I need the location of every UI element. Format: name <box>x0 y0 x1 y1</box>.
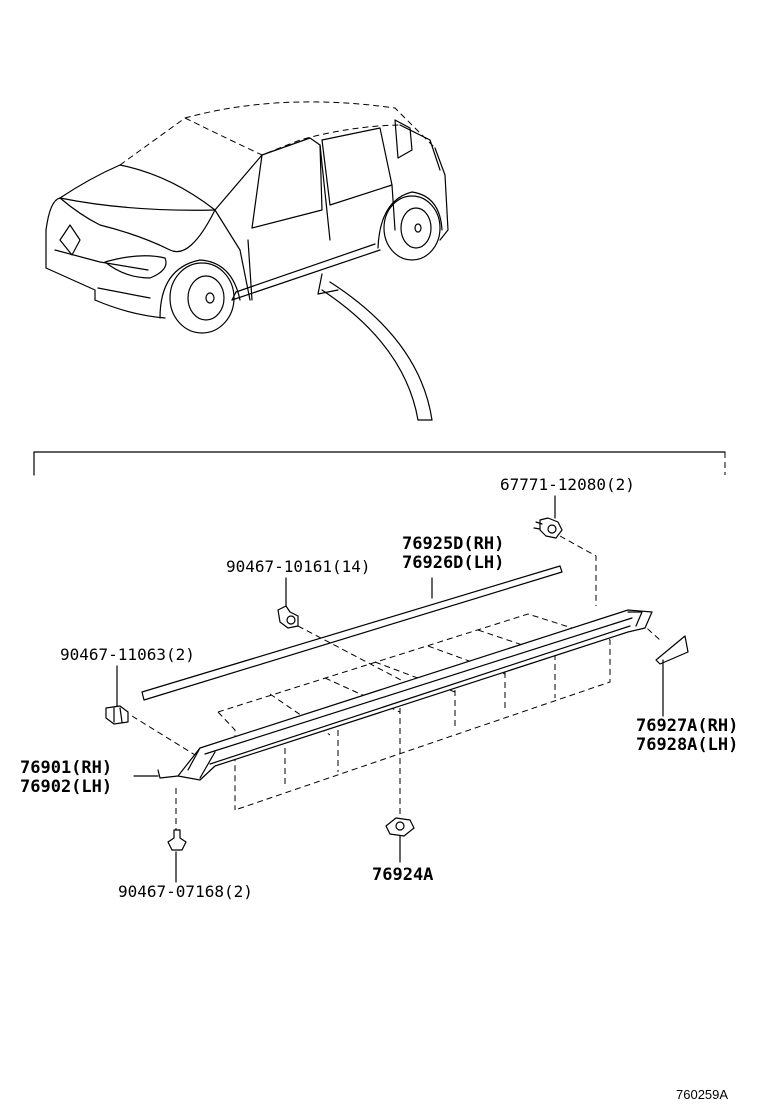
clip-90467-11063-part <box>105 705 129 725</box>
label-clip-67771: 67771-12080(2) <box>500 475 635 494</box>
label-clip-90467-10161: 90467-10161(14) <box>226 557 371 576</box>
label-cover-lh: 76928A(LH) <box>636 735 738 755</box>
clip-76924A-part <box>385 817 415 837</box>
label-moulding-lh: 76926D(LH) <box>402 553 504 573</box>
label-clip-76924A: 76924A <box>372 865 433 885</box>
clip-90467-07168-part <box>167 829 187 851</box>
label-clip-90467-07168: 90467-07168(2) <box>118 882 253 901</box>
rocker-garnish <box>157 609 653 781</box>
label-garnish-lh: 76902(LH) <box>20 777 112 797</box>
label-clip-90467-11063: 90467-11063(2) <box>60 645 195 664</box>
part-labels: 67771-12080(2) 76925D(RH) 76926D(LH) 904… <box>20 475 738 1102</box>
car-illustration <box>45 101 449 421</box>
side-moulding-strip <box>141 565 563 701</box>
mounting-grid <box>131 535 661 830</box>
label-garnish-rh: 76901(RH) <box>20 758 112 778</box>
end-cover-part <box>655 635 689 665</box>
detail-frame <box>33 451 726 476</box>
diagram-reference-number: 760259A <box>676 1087 728 1102</box>
clip-90467-10161-part <box>277 605 299 629</box>
label-cover-rh: 76927A(RH) <box>636 716 738 736</box>
label-moulding-rh: 76925D(RH) <box>402 534 504 554</box>
leader-lines <box>116 495 664 883</box>
clip-67771-part <box>533 517 563 539</box>
